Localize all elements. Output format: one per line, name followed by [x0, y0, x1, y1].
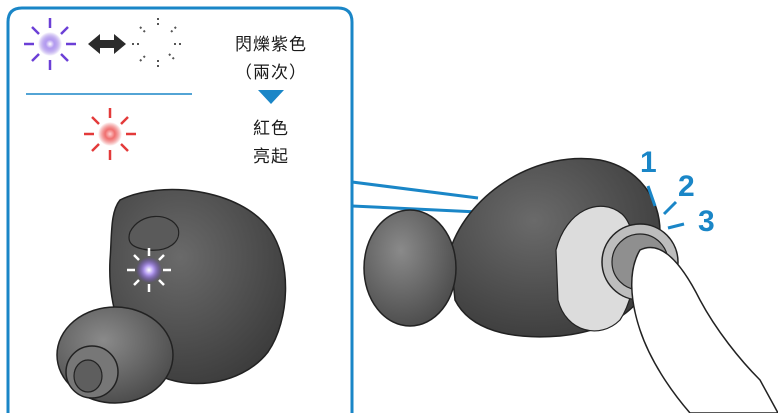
purple-led-icon: [24, 18, 76, 70]
step-number-1: 1: [640, 146, 657, 179]
red-led-icon: [84, 108, 136, 160]
step-number-3: 3: [698, 205, 715, 238]
callout-frame: [6, 6, 479, 413]
earbud-right: [363, 157, 778, 413]
triangle-down-icon: [258, 90, 284, 104]
red-label-line1: 紅色: [253, 119, 289, 139]
led-off-icon: [132, 18, 184, 70]
swap-arrow-icon: [88, 34, 126, 54]
red-label-line2: 亮起: [253, 147, 289, 167]
purple-led-on-earbud: [127, 248, 171, 292]
step-number-2: 2: [678, 170, 695, 203]
earbud-left: [56, 188, 287, 404]
blink-count-label: （兩次）: [235, 63, 307, 83]
blink-purple-label: 閃爍紫色: [235, 35, 307, 55]
